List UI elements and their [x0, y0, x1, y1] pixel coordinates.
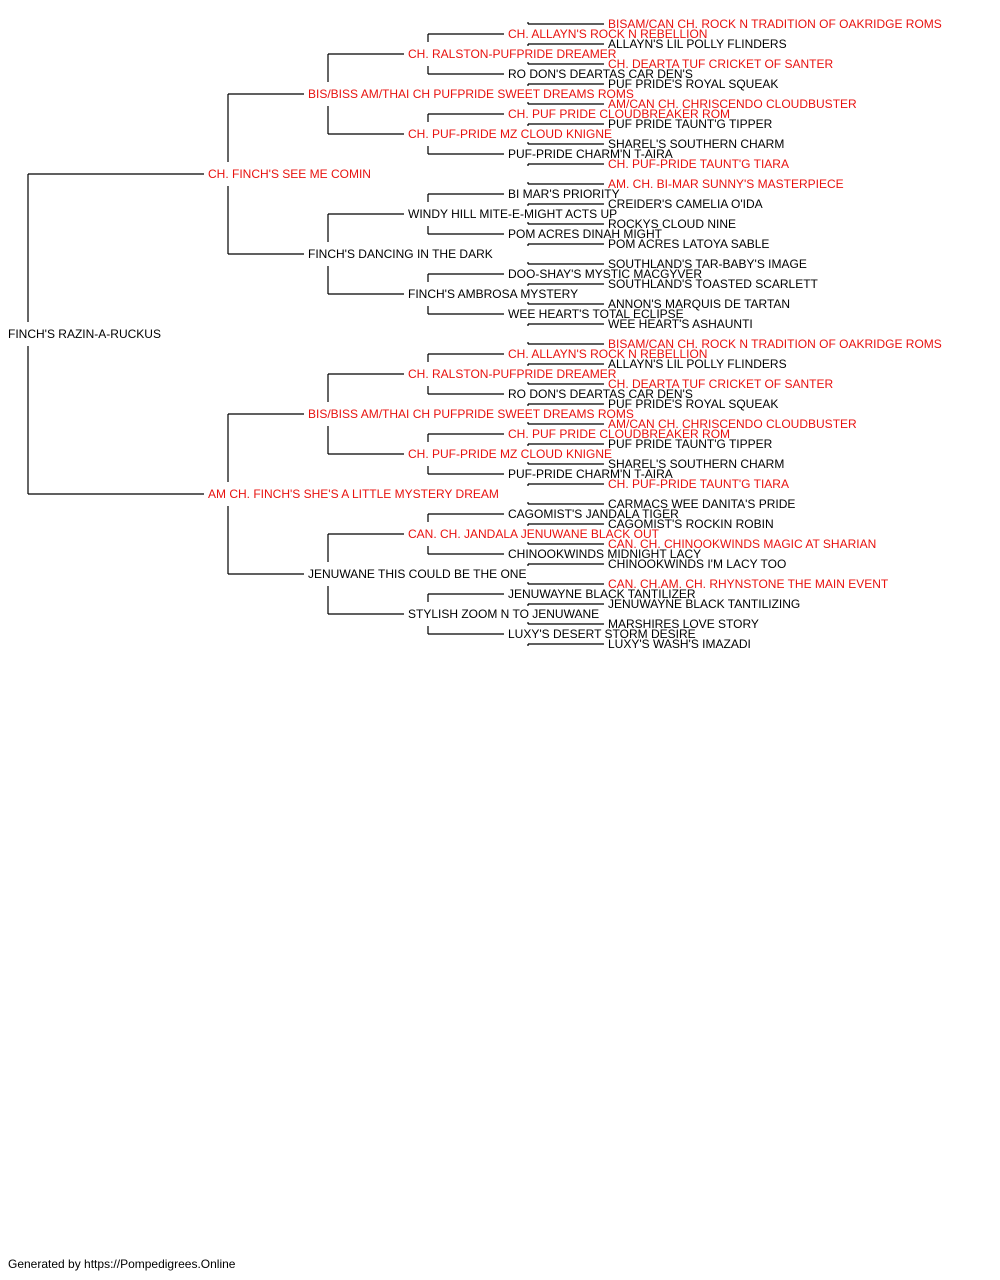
dam-name: PUF-PRIDE CHARM'N T-AIRA	[508, 147, 673, 161]
sire-name: DOO-SHAY'S MYSTIC MACGYVER	[508, 267, 702, 281]
sire-name: SHAREL'S SOUTHERN CHARM	[608, 137, 784, 151]
dam-name: PUF PRIDE'S ROYAL SQUEAK	[608, 77, 778, 91]
dam-name: LUXY'S DESERT STORM DESIRE	[508, 627, 696, 641]
sire-name: CH. ALLAYN'S ROCK N REBELLION	[508, 347, 707, 361]
dam-name: WEE HEART'S TOTAL ECLIPSE	[508, 307, 684, 321]
sire-name: SHAREL'S SOUTHERN CHARM	[608, 457, 784, 471]
sire-name: CH. DEARTA TUF CRICKET OF SANTER	[608, 57, 833, 71]
dam-name: WEE HEART'S ASHAUNTI	[608, 317, 753, 331]
subject-dog-name: FINCH'S RAZIN-A-RUCKUS	[8, 327, 161, 341]
dam-name: JENUWAYNE BLACK TANTILIZING	[608, 597, 800, 611]
dam-name: POM ACRES DINAH MIGHT	[508, 227, 663, 241]
sire-name: AM/CAN CH. CHRISCENDO CLOUDBUSTER	[608, 417, 857, 431]
dam-name: LUXY'S WASH'S IMAZADI	[608, 637, 751, 651]
sire-name: CARMACS WEE DANITA'S PRIDE	[608, 497, 795, 511]
dam-name: FINCH'S AMBROSA MYSTERY	[408, 287, 578, 301]
sire-name: CAN. CH.AM. CH. RHYNSTONE THE MAIN EVENT	[608, 577, 889, 591]
dam-name: PUF PRIDE'S ROYAL SQUEAK	[608, 397, 778, 411]
dam-name: PUF PRIDE TAUNT'G TIPPER	[608, 437, 773, 451]
sire-name: JENUWAYNE BLACK TANTILIZER	[508, 587, 696, 601]
sire-name: CH. FINCH'S SEE ME COMIN	[208, 167, 371, 181]
sire-name: CAN. CH. JANDALA JENUWANE BLACK OUT	[408, 527, 660, 541]
sire-name: ROCKYS CLOUD NINE	[608, 217, 736, 231]
dam-name: CHINOOKWINDS MIDNIGHT LACY	[508, 547, 701, 561]
sire-name: CH. RALSTON-PUFPRIDE DREAMER	[408, 367, 617, 381]
sire-name: CH. PUF PRIDE CLOUDBREAKER ROM	[508, 427, 730, 441]
sire-name: ANNON'S MARQUIS DE TARTAN	[608, 297, 790, 311]
sire-name: CH. DEARTA TUF CRICKET OF SANTER	[608, 377, 833, 391]
dam-name: POM ACRES LATOYA SABLE	[608, 237, 769, 251]
sire-name: CH. ALLAYN'S ROCK N REBELLION	[508, 27, 707, 41]
sire-name: SOUTHLAND'S TAR-BABY'S IMAGE	[608, 257, 807, 271]
dam-name: ALLAYN'S LIL POLLY FLINDERS	[608, 37, 787, 51]
dam-name: PUF-PRIDE CHARM'N T-AIRA	[508, 467, 673, 481]
dam-name: CREIDER'S CAMELIA O'IDA	[608, 197, 763, 211]
dam-name: STYLISH ZOOM N TO JENUWANE	[408, 607, 599, 621]
sire-name: AM. CH. BI-MAR SUNNY'S MASTERPIECE	[608, 177, 844, 191]
sire-name: BIS/BISS AM/THAI CH PUFPRIDE SWEET DREAM…	[308, 407, 634, 421]
dam-name: CH. PUF-PRIDE TAUNT'G TIARA	[608, 157, 789, 171]
dam-name: CH. PUF-PRIDE TAUNT'G TIARA	[608, 477, 789, 491]
dam-name: CHINOOKWINDS I'M LACY TOO	[608, 557, 786, 571]
sire-name: CAN. CH. CHINOOKWINDS MAGIC AT SHARIAN	[608, 537, 876, 551]
sire-name: BI MAR'S PRIORITY	[508, 187, 620, 201]
sire-name: AM/CAN CH. CHRISCENDO CLOUDBUSTER	[608, 97, 857, 111]
dam-name: PUF PRIDE TAUNT'G TIPPER	[608, 117, 773, 131]
dam-name: ALLAYN'S LIL POLLY FLINDERS	[608, 357, 787, 371]
dam-name: CH. PUF-PRIDE MZ CLOUD KNIGNE	[408, 127, 612, 141]
dam-name: AM CH. FINCH'S SHE'S A LITTLE MYSTERY DR…	[208, 487, 499, 501]
sire-name: WINDY HILL MITE-E-MIGHT ACTS UP	[408, 207, 617, 221]
dam-name: JENUWANE THIS COULD BE THE ONE	[308, 567, 526, 581]
sire-name: CAGOMIST'S JANDALA TIGER	[508, 507, 679, 521]
sire-name: BISAM/CAN CH. ROCK N TRADITION OF OAKRID…	[608, 17, 942, 31]
dam-name: FINCH'S DANCING IN THE DARK	[308, 247, 493, 261]
dam-name: RO DON'S DEARTAS CAR DEN'S	[508, 387, 693, 401]
sire-name: CH. PUF PRIDE CLOUDBREAKER ROM	[508, 107, 730, 121]
dam-name: CAGOMIST'S ROCKIN ROBIN	[608, 517, 774, 531]
dam-name: RO DON'S DEARTAS CAR DEN'S	[508, 67, 693, 81]
dam-name: CH. PUF-PRIDE MZ CLOUD KNIGNE	[408, 447, 612, 461]
sire-name: BIS/BISS AM/THAI CH PUFPRIDE SWEET DREAM…	[308, 87, 634, 101]
sire-name: MARSHIRES LOVE STORY	[608, 617, 759, 631]
sire-name: BISAM/CAN CH. ROCK N TRADITION OF OAKRID…	[608, 337, 942, 351]
footer-credit: Generated by https://Pompedigrees.Online	[8, 1257, 236, 1271]
sire-name: CH. RALSTON-PUFPRIDE DREAMER	[408, 47, 617, 61]
dam-name: SOUTHLAND'S TOASTED SCARLETT	[608, 277, 819, 291]
